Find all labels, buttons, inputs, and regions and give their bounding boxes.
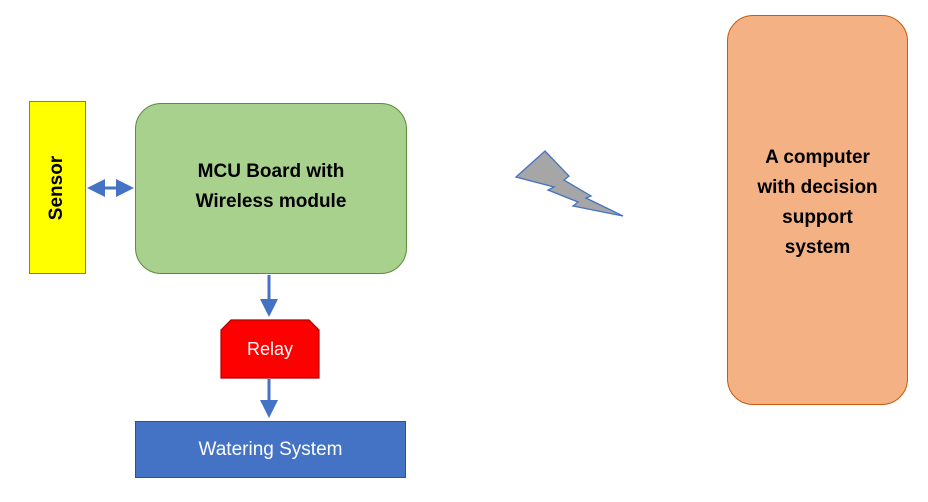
wireless-lightning-icon	[514, 150, 624, 217]
computer-label: A computer with decision support system	[757, 147, 878, 258]
relay-label: Relay	[246, 338, 294, 359]
mcu-board-label: MCU Board with Wireless module	[195, 160, 347, 212]
sensor-label: Sensor	[46, 155, 68, 220]
computer-node: A computer with decision support system	[727, 15, 908, 405]
relay-box	[220, 319, 320, 379]
watering-system-label: Watering System	[198, 438, 343, 460]
sensor-node: Sensor	[29, 101, 86, 274]
watering-system-node: Watering System	[135, 421, 406, 478]
mcu-board-node: MCU Board with Wireless module	[135, 103, 407, 274]
